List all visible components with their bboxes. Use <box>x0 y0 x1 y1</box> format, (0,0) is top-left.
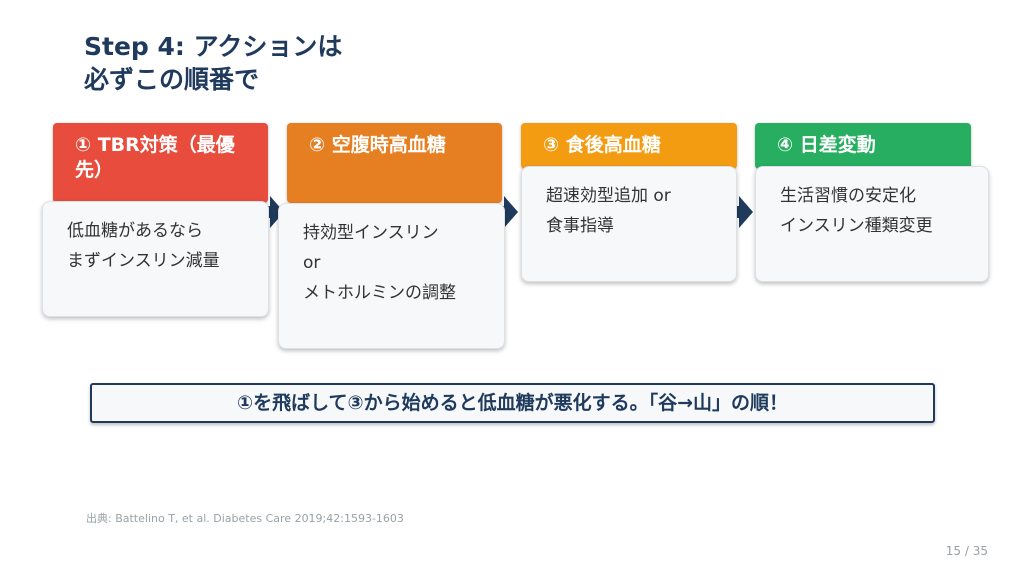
slide-title: Step 4: アクションは 必ずこの順番で <box>84 30 342 96</box>
step-1-text: まずインスリン減量 <box>67 251 220 271</box>
step-2-header: ② 空腹時高血糖 <box>287 123 502 203</box>
arrow-icon <box>504 196 518 228</box>
step-2-text: or <box>303 253 321 273</box>
step-2-text: 持効型インスリン <box>303 223 439 243</box>
title-line-1: Step 4: アクションは <box>84 32 343 61</box>
step-1-header: ① TBR対策（最優先） <box>53 123 268 203</box>
step-4-header: ④ 日差変動 <box>755 123 971 169</box>
step-3-text: 超速効型追加 or <box>546 186 671 206</box>
step-2-card: 持効型インスリン or メトホルミンの調整 <box>278 203 505 349</box>
step-2-text: メトホルミンの調整 <box>303 283 456 303</box>
step-3-header: ③ 食後高血糖 <box>521 123 737 169</box>
source-citation: 出典: Battelino T, et al. Diabetes Care 20… <box>86 512 404 525</box>
page-number: 15 / 35 <box>945 544 988 558</box>
step-4-card: 生活習慣の安定化 インスリン種類変更 <box>755 166 989 282</box>
step-4-text: インスリン種類変更 <box>780 216 933 236</box>
step-3-card: 超速効型追加 or 食事指導 <box>521 166 737 282</box>
step-1-text: 低血糖があるなら <box>67 221 203 241</box>
title-line-2: 必ずこの順番で <box>84 65 260 94</box>
arrow-icon <box>739 196 753 228</box>
step-4-text: 生活習慣の安定化 <box>780 186 916 206</box>
step-3-text: 食事指導 <box>546 216 614 236</box>
step-1-card: 低血糖があるなら まずインスリン減量 <box>42 201 269 317</box>
warning-callout: ①を飛ばして③から始めると低血糖が悪化する。「谷→山」の順！ <box>90 383 935 423</box>
